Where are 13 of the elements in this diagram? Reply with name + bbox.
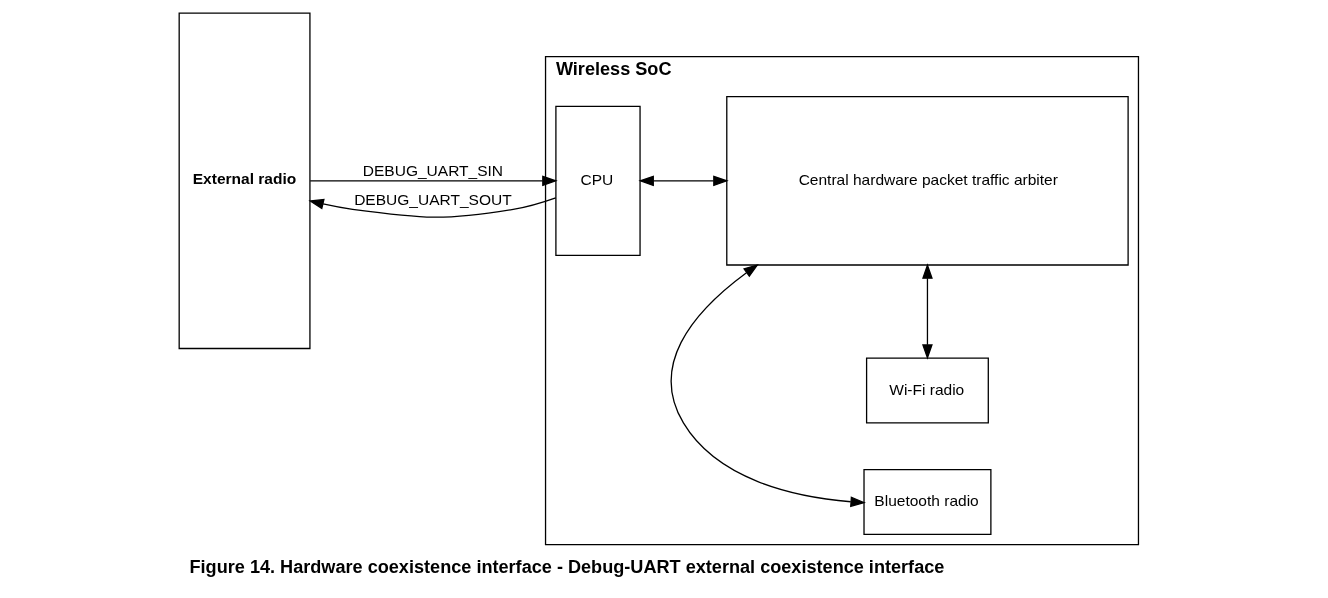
node-box: Wi-Fi radio [865,357,989,424]
arrow [638,175,729,187]
node-box: Bluetooth radio [863,468,992,535]
caption: Figure 14. Hardware coexistence interface - Debug-UART external coexistence interface [189,557,945,578]
edge-label: DEBUG_UART_SIN [362,162,504,180]
node-box: Central hardware packet traffic arbiter [726,96,1129,266]
arrow [670,263,866,508]
arrow [922,263,933,360]
node-box: External radio [178,12,311,350]
arrow [308,197,557,218]
arrow [309,175,558,187]
edge-label: DEBUG_UART_SOUT [354,190,512,208]
node-box: CPU [555,105,641,256]
